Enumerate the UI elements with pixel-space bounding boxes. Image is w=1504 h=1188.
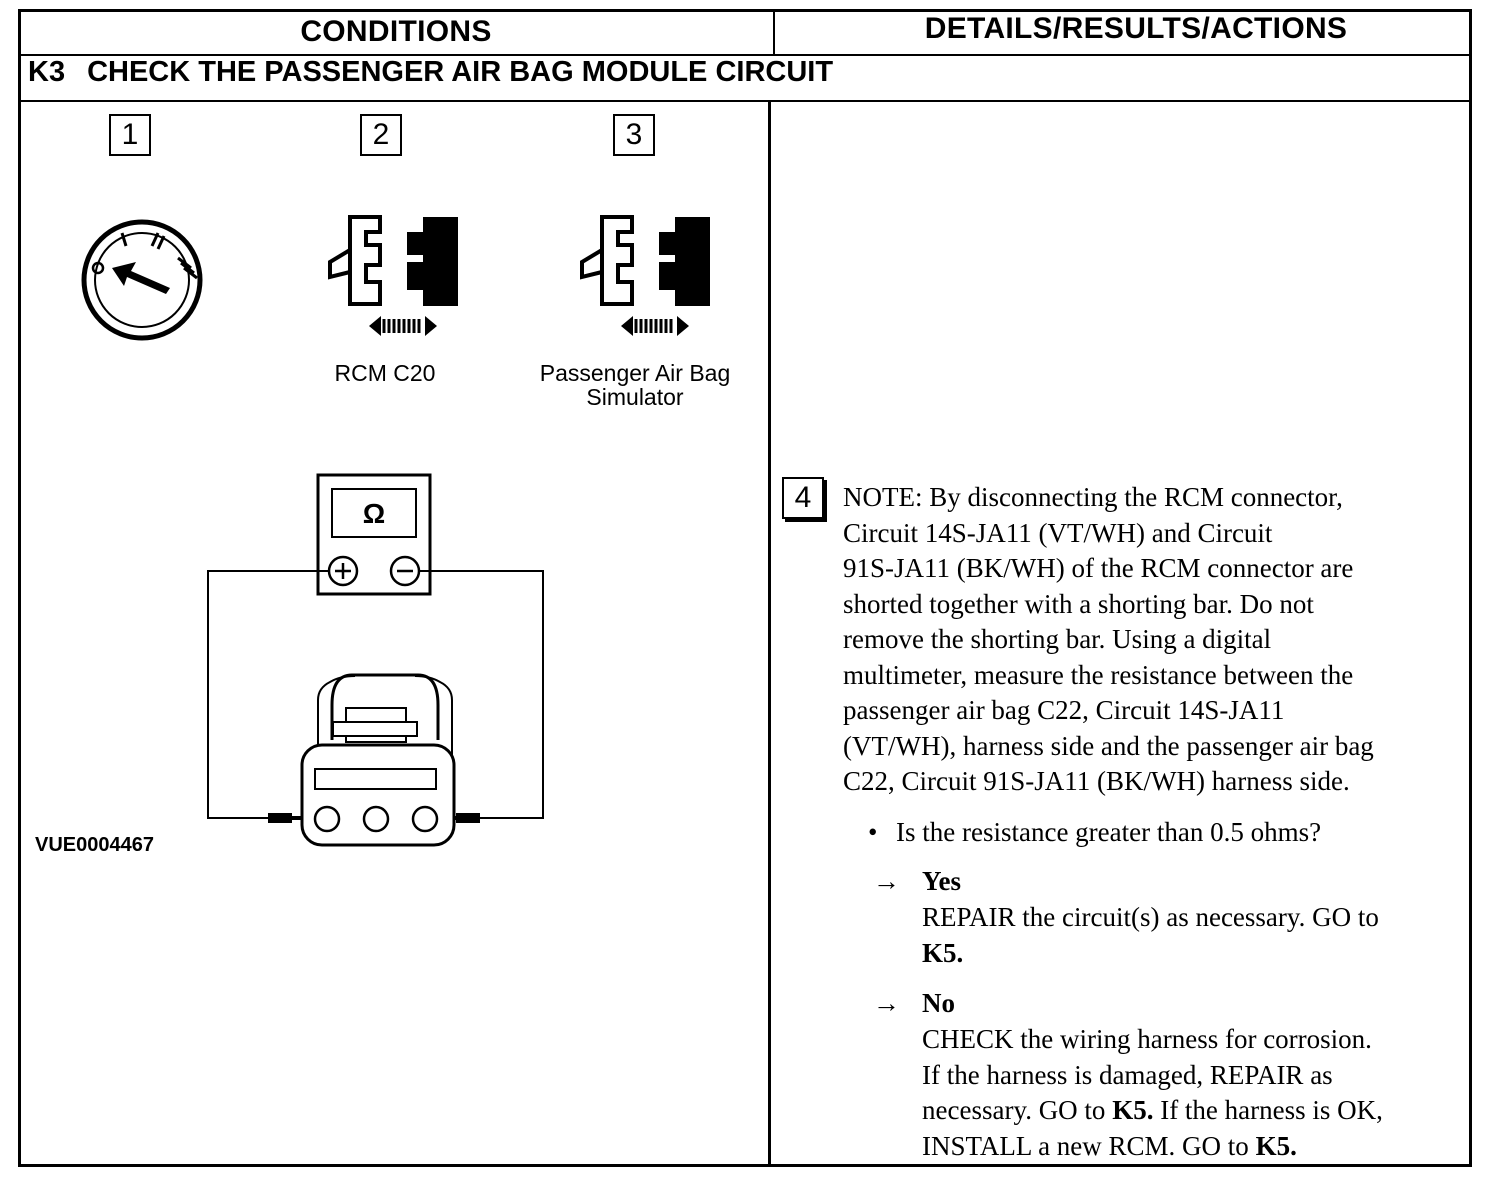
step-4-box: 4: [782, 477, 824, 519]
no-action-line: CHECK the wiring harness for corrosion.: [922, 1024, 1372, 1054]
simulator-label-line1: Passenger Air Bag: [539, 360, 731, 386]
yes-action: REPAIR the circuit(s) as necessary. GO t…: [922, 900, 1467, 971]
no-action: CHECK the wiring harness for corrosion. …: [922, 1022, 1467, 1164]
note-line: (VT/WH), harness side and the passenger …: [843, 730, 1374, 761]
yes-arrow-icon: →: [873, 866, 900, 896]
multimeter-icon: Ω: [316, 473, 432, 596]
yes-action-line: REPAIR the circuit(s) as necessary. GO t…: [922, 902, 1379, 932]
no-action-line: necessary. GO to K5. If the harness is O…: [922, 1093, 1467, 1129]
table-frame: [18, 9, 1472, 1167]
section-code: K3: [28, 56, 66, 88]
ohm-symbol: Ω: [363, 498, 385, 529]
no-action-line: If the harness is damaged, REPAIR as: [922, 1059, 1333, 1090]
no-action-text: necessary. GO to: [922, 1095, 1113, 1125]
rcm-connector-icon: [328, 215, 458, 336]
simulator-label: Passenger Air Bag Simulator: [520, 361, 750, 409]
no-action-line: INSTALL a new RCM. GO to K5.: [922, 1129, 1467, 1165]
goto-k5: K5.: [1112, 1095, 1154, 1125]
step-1-box: 1: [109, 114, 151, 156]
harness-connector-c22-icon: [300, 673, 456, 847]
question-bullet: • Is the resistance greater than 0.5 ohms…: [868, 815, 1321, 851]
rcm-c20-label: RCM C20: [334, 360, 436, 386]
goto-k5: K5.: [1255, 1130, 1297, 1161]
note-line: multimeter, measure the resistance betwe…: [843, 659, 1354, 690]
header-column-divider: [773, 9, 775, 56]
body-column-divider: [768, 100, 771, 1167]
note-line: 91S-JA11 (BK/WH) of the RCM connector ar…: [843, 553, 1354, 583]
no-arrow-icon: →: [873, 988, 900, 1018]
bullet-icon: •: [868, 817, 878, 847]
question-text: Is the resistance greater than 0.5 ohms?: [896, 817, 1322, 847]
ignition-switch-icon: [81, 219, 203, 341]
simulator-label-line2: Simulator: [586, 384, 684, 410]
simulator-connector-icon: [580, 215, 710, 336]
illustrations: Ω: [81, 215, 710, 847]
note-line: Circuit 14S-JA11 (VT/WH) and Circuit: [843, 517, 1273, 548]
details-header: DETAILS/RESULTS/ACTIONS: [924, 12, 1348, 45]
no-action-text: If the harness is OK,: [1153, 1095, 1383, 1125]
disconnect-arrow-icon: [369, 316, 437, 336]
no-action-text: INSTALL a new RCM. GO to: [922, 1130, 1256, 1161]
conditions-header: CONDITIONS: [300, 15, 492, 48]
note-line: C22, Circuit 91S-JA11 (BK/WH) harness si…: [843, 766, 1350, 796]
note-line: shorted together with a shorting bar. Do…: [843, 588, 1314, 619]
section-title: K3 CHECK THE PASSENGER AIR BAG MODULE CIR…: [28, 56, 833, 89]
note-line: remove the shorting bar. Using a digital: [843, 624, 1272, 654]
step-3-box: 3: [613, 114, 655, 156]
no-label: No: [922, 988, 955, 1018]
section-title-text: CHECK THE PASSENGER AIR BAG MODULE CIRCU…: [87, 56, 834, 88]
section-divider: [18, 100, 1472, 102]
disconnect-arrow-icon: [621, 316, 689, 336]
note-line: NOTE: By disconnecting the RCM connector…: [843, 482, 1343, 512]
test-leads: [207, 570, 544, 819]
note-paragraph: NOTE: By disconnecting the RCM connector…: [843, 480, 1463, 800]
note-line: passenger air bag C22, Circuit 14S-JA11: [843, 695, 1285, 725]
step-2-box: 2: [360, 114, 402, 156]
header-divider: [18, 54, 1472, 56]
goto-k5: K5.: [922, 937, 964, 968]
yes-label: Yes: [922, 866, 961, 896]
yes-action-line: K5.: [922, 936, 1467, 972]
figure-reference: VUE0004467: [35, 834, 154, 856]
